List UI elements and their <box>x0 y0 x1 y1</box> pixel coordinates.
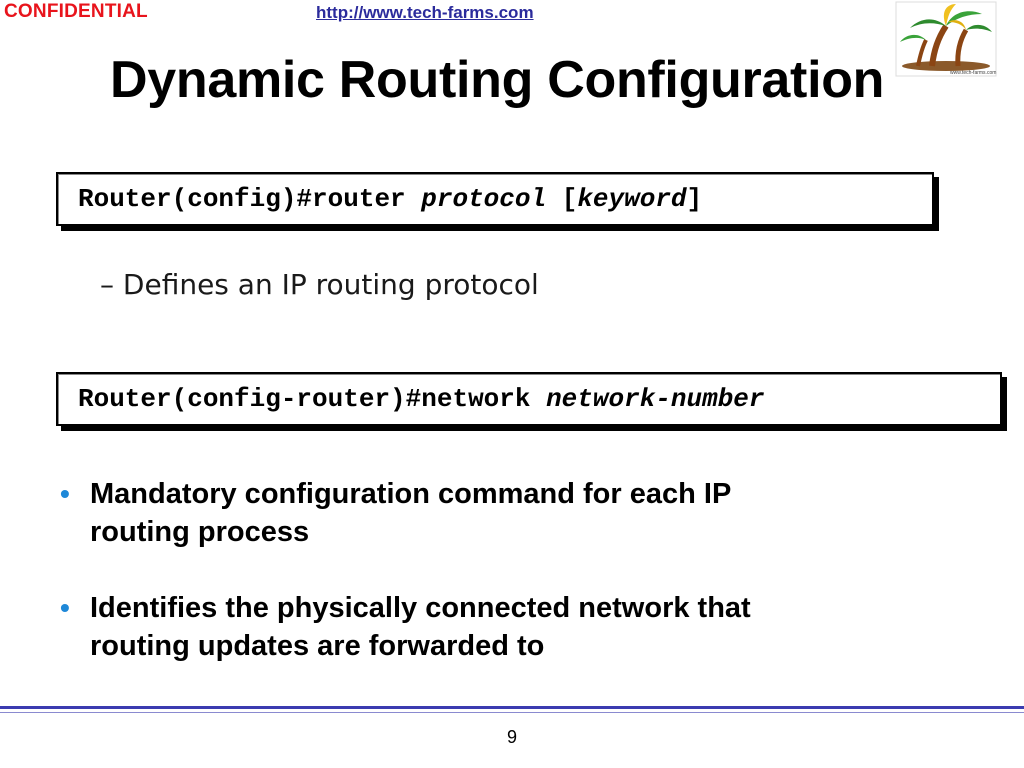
palm-tree-logo: www.tech-farms.com <box>895 1 997 77</box>
command-prefix: Router(config-router)#network <box>78 384 547 414</box>
footer-divider <box>0 706 1024 709</box>
list-item: • Identifies the physically connected ne… <box>60 589 820 665</box>
command-arg-protocol: protocol <box>421 184 547 214</box>
command-box-network: Router(config-router)#network network-nu… <box>56 372 1002 426</box>
website-link[interactable]: http://www.tech-farms.com <box>316 3 534 22</box>
confidential-label: CONFIDENTIAL <box>4 1 148 22</box>
command-arg-keyword: keyword <box>577 184 687 214</box>
command-description: – Defines an IP routing protocol <box>100 268 539 301</box>
command-close-bracket: ] <box>686 184 703 214</box>
command-arg-network-number: network-number <box>546 384 765 414</box>
command-open-bracket: [ <box>546 184 578 214</box>
page-number: 9 <box>506 727 517 747</box>
command-prefix: Router(config)#router <box>78 184 422 214</box>
bullet-list: • Mandatory configuration command for ea… <box>60 475 820 703</box>
slide-title: Dynamic Routing Configuration <box>110 51 885 109</box>
bullet-text: Identifies the physically connected netw… <box>90 592 751 662</box>
command-box-router-protocol: Router(config)#router protocol [keyword] <box>56 172 934 226</box>
list-item: • Mandatory configuration command for ea… <box>60 475 820 551</box>
footer-divider-thin <box>0 712 1024 713</box>
logo-caption: www.tech-farms.com <box>950 70 996 76</box>
bullet-text: Mandatory configuration command for each… <box>90 478 731 548</box>
bullet-dot-icon: • <box>60 478 70 509</box>
bullet-dot-icon: • <box>60 592 70 623</box>
